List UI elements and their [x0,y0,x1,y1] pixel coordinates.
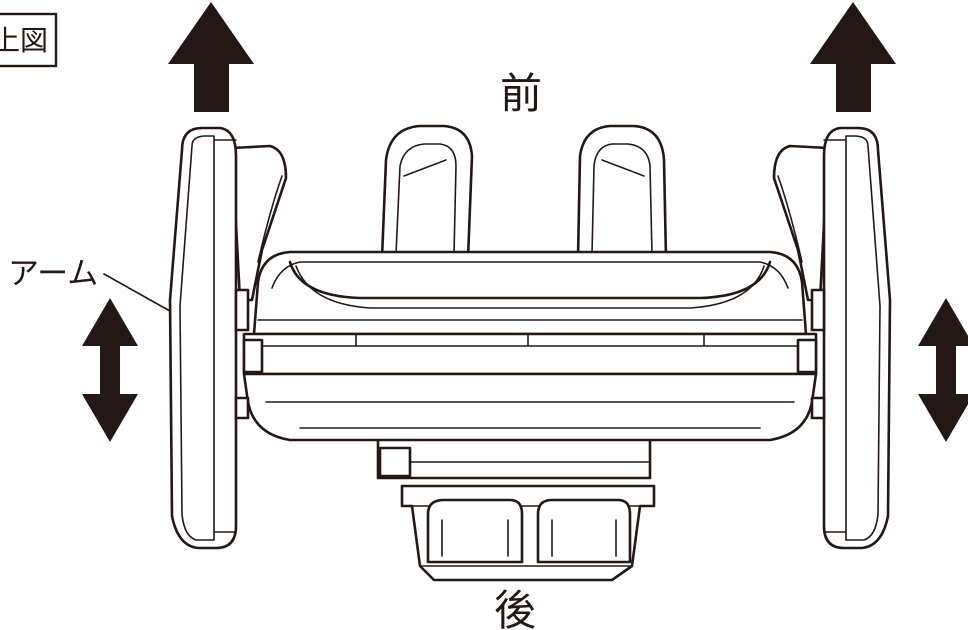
front-grip-left [380,124,474,260]
holder-body [242,250,818,442]
right-arm [810,126,892,550]
mount-knob [400,484,656,582]
right-up-arrow [810,2,896,112]
front-label: 前 [500,69,542,118]
left-up-arrow [168,2,254,112]
front-grip-right [576,124,668,260]
left-arm [168,126,250,550]
right-double-arrow [918,298,968,442]
right-bracket [772,144,830,302]
view-label: 上図 [0,24,48,57]
view-label-box: 上図 [0,12,58,68]
left-double-arrow [82,298,138,442]
arm-label: アーム [8,256,98,292]
rear-label: 後 [494,586,536,630]
left-bracket [230,144,288,302]
